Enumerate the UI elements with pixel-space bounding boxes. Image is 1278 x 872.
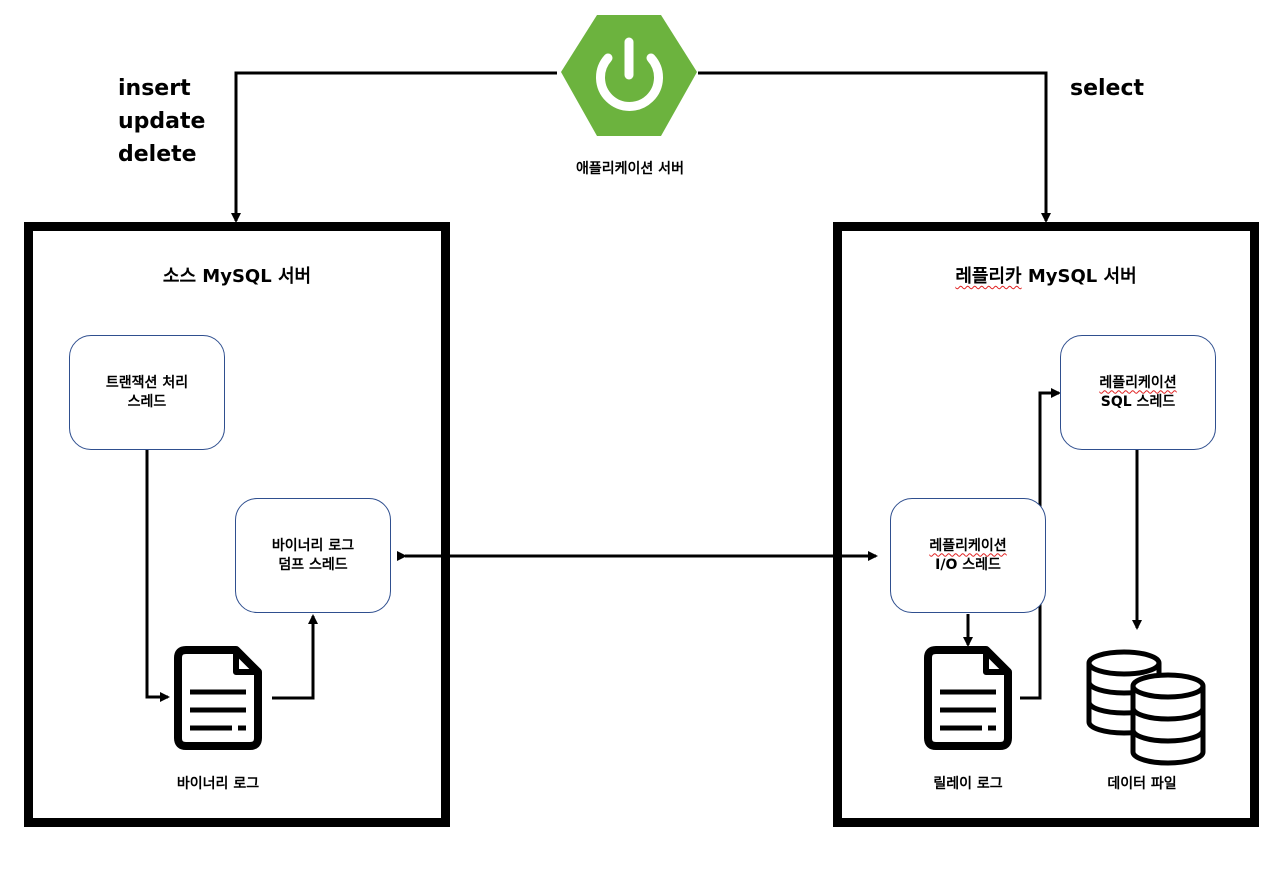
io-thread-line2: I/O 스레드 [935, 556, 1001, 573]
io-thread-box: 레플리케이션 I/O 스레드 [890, 498, 1046, 613]
binlog-dump-thread-box: 바이너리 로그 덤프 스레드 [235, 498, 391, 613]
sql-thread-line2: SQL 스레드 [1100, 393, 1176, 410]
dump-thread-line2: 덤프 스레드 [278, 556, 348, 573]
data-file-label: 데이터 파일 [1107, 776, 1177, 792]
binary-log-label: 바이너리 로그 [176, 776, 260, 792]
sql-thread-box: 레플리케이션 SQL 스레드 [1060, 335, 1216, 450]
delete-label: delete [118, 142, 197, 167]
source-mysql-server [24, 222, 450, 827]
io-thread-line1: 레플리케이션 [929, 537, 1007, 554]
source-server-title: 소스 MySQL 서버 [162, 266, 312, 287]
spring-power-icon [561, 15, 697, 136]
transaction-thread-line1: 트랜잭션 처리 [105, 374, 189, 391]
write-arrow [231, 71, 557, 223]
relay-log-document-icon [924, 646, 1012, 750]
update-label: update [118, 109, 206, 134]
replica-mysql-server [833, 222, 1259, 827]
replica-title-word: 레플리카 [955, 266, 1022, 287]
binlog-to-dump-arrow [272, 614, 318, 700]
replica-server-title: 레플리카 MySQL 서버 [833, 262, 1259, 288]
database-icon [1086, 649, 1206, 766]
dump-thread-line1: 바이너리 로그 [271, 537, 355, 554]
write-operations-list: insert update delete [118, 72, 205, 171]
transaction-thread-box: 트랜잭션 처리 스레드 [69, 335, 225, 450]
insert-label: insert [118, 76, 191, 101]
relay-log-label: 릴레이 로그 [933, 776, 1003, 792]
sql-thread-line1: 레플리케이션 [1099, 374, 1177, 391]
select-label: select [1070, 76, 1145, 101]
read-arrow [698, 71, 1051, 223]
app-server-label: 애플리케이션 서버 [576, 161, 684, 177]
replica-title-rest: MySQL 서버 [1021, 266, 1137, 287]
transaction-thread-line2: 스레드 [127, 393, 167, 410]
binary-log-document-icon [174, 646, 262, 750]
trx-to-binlog-arrow [145, 450, 170, 702]
